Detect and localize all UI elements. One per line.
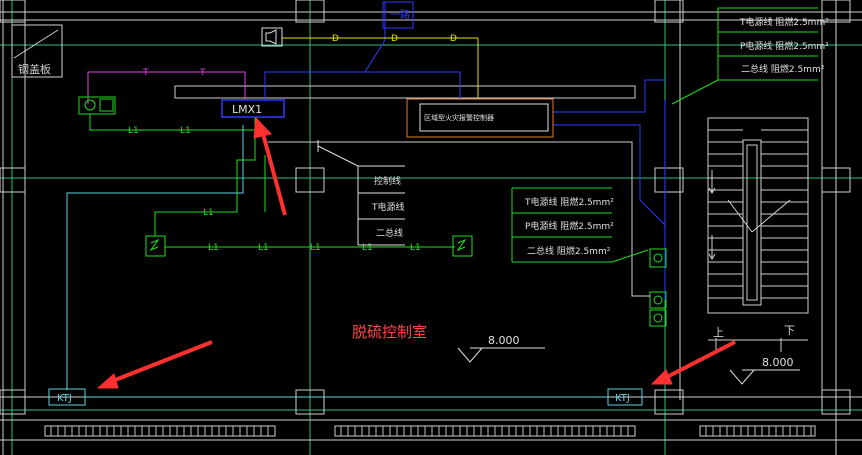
d-markers: D D D [332, 34, 457, 44]
alarm-device-icon [78, 96, 116, 115]
stair-up-label: 上 [713, 326, 724, 339]
mid-right-legend-table [511, 187, 649, 263]
stair-down-label: 下 [784, 324, 795, 337]
speaker-icon [261, 27, 283, 47]
l1-label: L1 [258, 243, 269, 253]
elevation-marker-stair [729, 369, 800, 385]
l1-labels: L1 L1 L1 L1 L1 L1 L1 L1 [128, 126, 421, 253]
t-power-wiring [87, 71, 246, 104]
l1-label: L1 [128, 126, 139, 136]
window-hatching [50, 426, 812, 436]
smoke-detector-icon [145, 235, 473, 257]
stair-treads [708, 129, 808, 299]
manual-call-point-icon [649, 248, 667, 327]
arrow-to-lmx1 [260, 129, 287, 216]
elevation-marker-room [457, 347, 545, 363]
l1-label: L1 [180, 126, 191, 136]
ktj-wiring-cyan [66, 125, 608, 398]
arrow-to-ktj-left [109, 340, 213, 384]
arrow-to-ktj-right [664, 340, 736, 380]
mid-right-legend-row-3: 二总线 阻燃2.5mm² [527, 245, 611, 257]
t-wire-label-2: T [199, 68, 206, 78]
right-feed-wiring [268, 141, 650, 297]
center-legend-table [317, 140, 405, 246]
center-legend-row-3: 二总线 [376, 227, 403, 239]
arrow-head-ktj-right [650, 369, 673, 385]
top-right-legend-table [671, 7, 818, 105]
top-right-legend-row-2: P电源线 阻燃2.5mm² [740, 40, 829, 52]
l1-label: L1 [410, 243, 421, 253]
d-label-3: D [450, 34, 457, 44]
cover-plate-label: 钢盖板 [18, 62, 51, 76]
stair-direction-arrows [708, 170, 791, 352]
ktj-left-box [48, 388, 86, 406]
d-label-1: D [332, 34, 339, 44]
fire-alarm-controller-inner [419, 103, 549, 132]
ktj-left-label: KTJ [57, 393, 72, 404]
mid-right-legend-row-1: T电源线 阻燃2.5mm² [524, 196, 614, 208]
elevation-stair-label: 8.000 [762, 356, 794, 369]
l1-label: L1 [203, 208, 214, 218]
d-wiring-yellow [282, 37, 479, 98]
top-right-legend-row-3: 二总线 阻燃2.5mm² [741, 63, 825, 75]
top-right-legend-row-1: T电源线 阻燃2.5mm² [739, 16, 829, 28]
d-label-2: D [391, 34, 398, 44]
room-name-label: 脱硫控制室 [352, 323, 427, 341]
fire-alarm-controller-outer [406, 98, 554, 138]
l1-label: L1 [362, 243, 373, 253]
staircase [707, 117, 809, 341]
ktj-right-label: KTJ [615, 393, 630, 404]
lmx1-label: LMX1 [232, 103, 262, 116]
arrow-head-ktj-left [96, 373, 119, 389]
l1-label: L1 [208, 243, 219, 253]
elevation-room-label: 8.000 [488, 334, 520, 347]
arrow-head-lmx1 [253, 116, 272, 139]
lmx1-box [221, 99, 285, 118]
annotation-arrows [96, 116, 736, 389]
mid-right-legend-row-2: P电源线 阻燃2.5mm² [525, 220, 614, 232]
ktj-right-box [607, 388, 643, 406]
top-zone-label: 一路 [390, 8, 410, 21]
top-zone-box [382, 1, 414, 29]
t-wire-label-1: T [142, 68, 149, 78]
fire-alarm-controller-label: 区域型火灾报警控制器 [424, 113, 494, 122]
center-legend-row-1: 控制线 [374, 175, 401, 187]
l1-wiring-green [89, 114, 455, 248]
center-legend-row-2: T电源线 [371, 201, 405, 213]
l1-label: L1 [310, 243, 321, 253]
